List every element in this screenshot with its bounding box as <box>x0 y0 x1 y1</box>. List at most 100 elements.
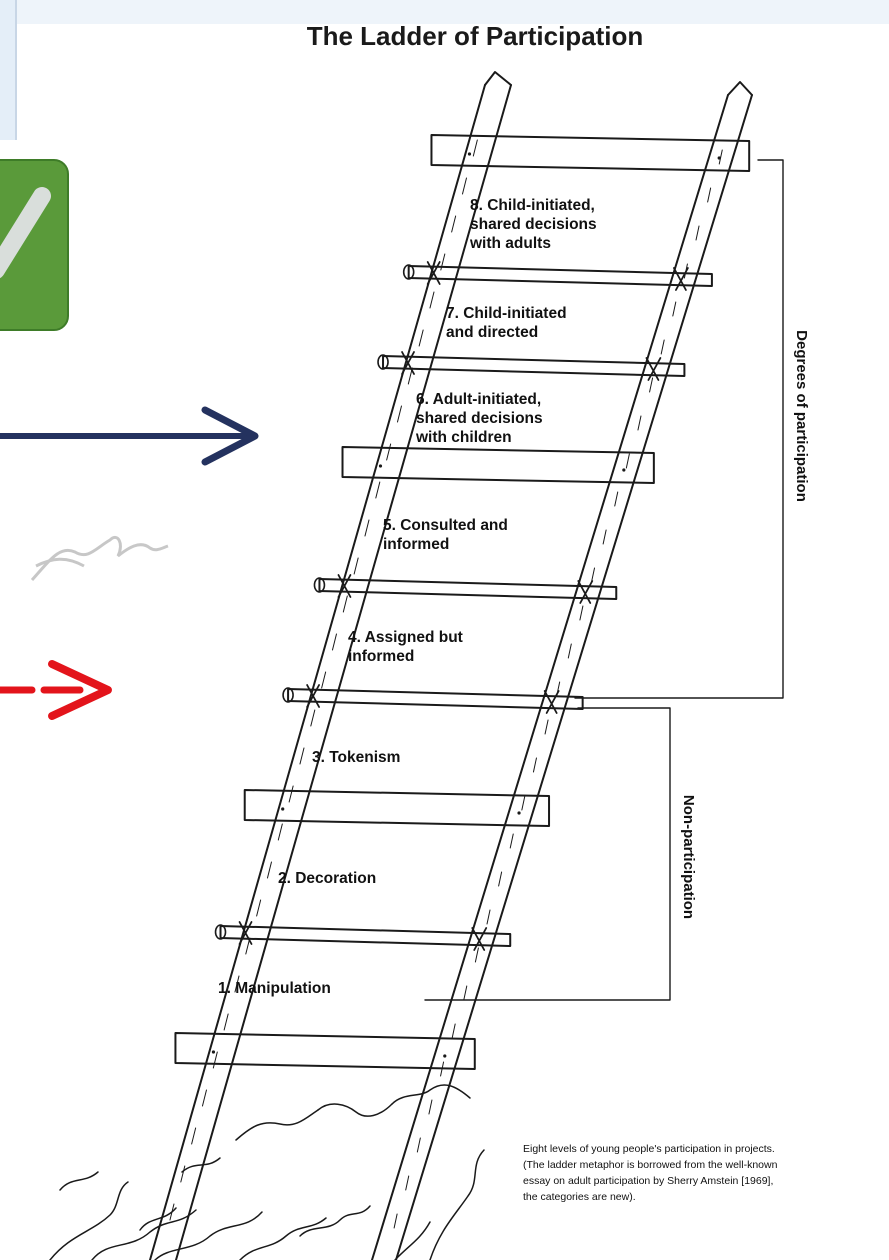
rail-grain <box>342 595 348 613</box>
caption-line: Eight levels of young people's participa… <box>523 1143 775 1155</box>
nail <box>467 152 472 156</box>
rail-grain <box>567 643 572 659</box>
nail <box>517 811 521 815</box>
rail-grain <box>180 1165 186 1183</box>
rung-label-6-line: 6. Adult-initiated, <box>416 391 541 408</box>
rung-label-1-line: 1. Manipulation <box>218 980 331 997</box>
caption: Eight levels of young people's participa… <box>523 1143 778 1203</box>
pole-end <box>377 354 389 370</box>
rail-grain <box>310 709 316 727</box>
rail-grain <box>707 187 712 203</box>
rail-grain <box>509 833 514 849</box>
rail-grain <box>591 567 596 583</box>
right-rail-top <box>727 81 753 96</box>
ladder-board-rung <box>430 134 751 172</box>
lashing <box>471 927 488 951</box>
nail <box>211 1050 216 1054</box>
diagram-title: The Ladder of Participation <box>307 21 644 51</box>
rung-label-8-line: shared decisions <box>470 216 597 233</box>
rail-grain <box>299 747 305 765</box>
lashing <box>645 357 662 381</box>
left-panel <box>0 0 16 140</box>
red-dashed-arrow-icon <box>0 660 112 720</box>
rail-grain <box>660 339 665 355</box>
rail-grain <box>353 557 359 575</box>
ladder-pole-rung <box>219 925 512 947</box>
lashing <box>577 580 594 604</box>
caption-line: (The ladder metaphor is borrowed from th… <box>523 1159 778 1171</box>
caption-line: the categories are new). <box>523 1191 636 1203</box>
ladder-board-rung <box>341 446 655 484</box>
rung-label-5-line: 5. Consulted and <box>383 517 508 534</box>
degrees-of-participation-label: Degrees of participation <box>793 330 810 502</box>
rail-grain <box>718 149 723 165</box>
ladder-pole-rung <box>382 355 686 377</box>
right-rail-outer <box>395 94 753 1260</box>
rail-grain <box>451 215 457 233</box>
rail-grain <box>375 481 381 499</box>
rail-grain <box>288 785 294 803</box>
rail-grain <box>474 947 479 963</box>
pole-end <box>214 924 227 940</box>
rail-grain <box>418 329 424 347</box>
rail-grain <box>405 1175 410 1191</box>
rail-grain <box>461 177 467 195</box>
ladder-pole-rung <box>407 265 713 287</box>
rail-grain <box>498 871 503 887</box>
rung-label-4-line: informed <box>348 648 414 665</box>
rail-grain <box>544 719 549 735</box>
rail-grain <box>396 405 402 423</box>
pole-end <box>282 687 294 703</box>
lashing <box>337 574 352 598</box>
non-participation-bracket <box>424 707 671 1001</box>
ladder-pole-rung <box>318 578 618 600</box>
ground-sketch <box>49 1084 485 1260</box>
rail-grain <box>386 443 392 461</box>
rail-grain <box>532 757 537 773</box>
rung-label-8-line: 8. Child-initiated, <box>470 197 595 214</box>
rail-grain <box>364 519 370 537</box>
rail-grain <box>625 453 630 469</box>
rail-grain <box>695 225 700 241</box>
rail-grain <box>277 823 283 841</box>
right-rail-inner <box>371 94 729 1260</box>
ladder-pole-rung <box>287 688 584 710</box>
rung-label-7-line: 7. Child-initiated <box>446 305 567 322</box>
rail-grain <box>486 909 491 925</box>
top-panel-strip <box>0 0 889 24</box>
left-rail-outer <box>149 84 486 1260</box>
rail-grain <box>649 377 654 393</box>
ladder-board-rung <box>243 789 551 827</box>
pole-end <box>402 264 415 280</box>
lashing <box>426 261 441 285</box>
rail-grain <box>266 861 272 879</box>
nail <box>443 1054 447 1058</box>
scribble-mark <box>30 535 169 582</box>
rail-grain <box>637 415 642 431</box>
rail-grain <box>614 491 619 507</box>
rail-grain <box>428 1099 433 1115</box>
nail <box>717 156 721 160</box>
ladder <box>149 71 753 1260</box>
rail-grain <box>234 975 240 993</box>
rung-label-8-line: with adults <box>469 235 551 252</box>
rail-grain <box>321 671 327 689</box>
rail-grain <box>579 605 584 621</box>
rung-labels: 8. Child-initiated, shared decisions with … <box>218 197 597 997</box>
non-participation-label: Non-participation <box>680 795 697 919</box>
rail-grain <box>416 1137 421 1153</box>
check-tile-icon <box>0 159 69 331</box>
rail-grain <box>212 1051 218 1069</box>
left-rail-inner <box>175 84 512 1260</box>
lashing <box>401 351 415 375</box>
rung-label-3-line: 3. Tokenism <box>312 749 400 766</box>
blue-arrow-icon <box>0 406 259 466</box>
rung-label-6-line: with children <box>415 429 512 446</box>
rail-grain <box>451 1023 456 1039</box>
rail-grain <box>256 899 262 917</box>
rail-grain <box>191 1127 197 1145</box>
rail-grain <box>521 795 526 811</box>
rung-label-5-line: informed <box>383 536 449 553</box>
rail-grain <box>331 633 337 651</box>
